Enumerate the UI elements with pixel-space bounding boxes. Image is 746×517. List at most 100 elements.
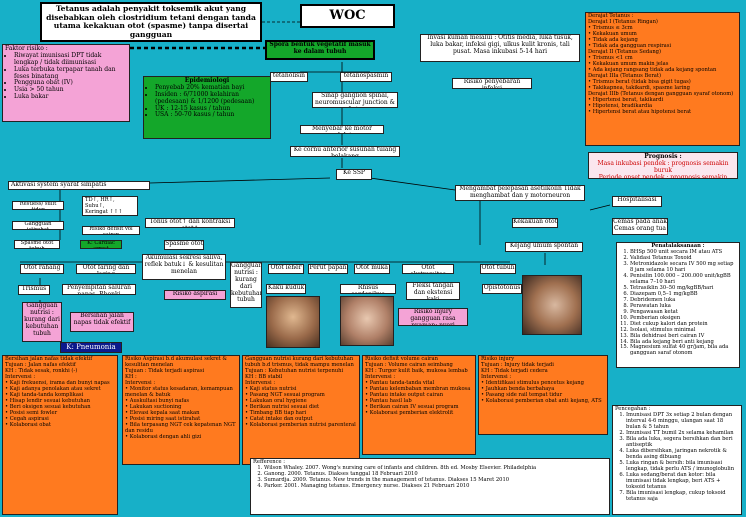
col-1-line: • Kaji adanya penolakan atau sekret bbox=[5, 385, 101, 392]
tetanospasmin-text: tetanospasmin bbox=[343, 72, 389, 79]
penyempitan-box: Penyempitan saluran napas, Rhonki bbox=[62, 284, 136, 295]
col-3-line: Tujuan : Kebutuhan nutrisi terpenuhi bbox=[245, 367, 344, 374]
otot-rahang-text: Otot rahang bbox=[23, 264, 61, 271]
aktivasi-text: Aktivasi system syaraf simpatis bbox=[11, 181, 107, 188]
pencegahan-item: Luka sedang/berat dan kotor: bila imunis… bbox=[626, 472, 739, 491]
motor-endplate-box: Menyebar ke motor endplate bbox=[300, 125, 384, 134]
otot-leher-box: Otot leher bbox=[268, 264, 304, 274]
derajat-line: • Trismus <1 cm bbox=[588, 54, 633, 61]
col-1-line: • Kaji tanda-tanda komplikasi bbox=[5, 391, 84, 398]
faktor-risiko-item: Luka terbuka terpapar tanah dan feses bi… bbox=[14, 66, 127, 81]
penyempitan-text: Penyempitan saluran napas, Rhonki bbox=[66, 284, 132, 295]
gangguan-nutrisi-1-text: Gangguan nutrisi : kurang dari kebutuhan… bbox=[24, 302, 60, 337]
derajat-line: • Ada kejang rangsang tidak ada kejang s… bbox=[588, 66, 717, 73]
pencegahan-item: Imunisasi DPT 3x setiap 2 bulan dengan i… bbox=[626, 412, 739, 431]
col-4-line: • Kolaborasi pemberian elektrolit bbox=[365, 409, 454, 416]
kaku-kuduk-text: Kaku kuduk bbox=[267, 284, 305, 291]
col-5-line: • Jauhkan benda berbahaya bbox=[481, 385, 555, 392]
pencegahan-list: Imunisasi DPT 3x setiap 2 bulan dengan i… bbox=[615, 412, 739, 503]
col-2-line: Tujuan : Tidak terjadi aspirasi bbox=[125, 367, 205, 374]
penatalaksanaan-title: Penatalaksanaan : bbox=[651, 243, 705, 249]
penatalaksanaan-item: BHSp 500 unit secara IM atau ATS bbox=[630, 249, 737, 256]
col-3-line: • Pasang NGT sesuai program bbox=[245, 391, 325, 398]
nursing-col-2: Risiko Aspirasi b.d akumulasi sekret & k… bbox=[122, 355, 240, 465]
reference-item: Sumardja. 2009. Tetanus. New trends in t… bbox=[264, 477, 607, 484]
col-5-line: • Pasang side rail tempat tidur bbox=[481, 391, 563, 398]
prognosis-title: Prognosis : bbox=[644, 153, 682, 160]
risiko-aspirasi-text: Risiko aspirasi bbox=[172, 290, 218, 297]
penatalaksanaan-item: Diazepam 0,5–1 mg/kgBB bbox=[630, 291, 737, 298]
col-3-line: • Kaji status nutrisi bbox=[245, 385, 297, 392]
derajat-line: • Kekakuan umum makin jelas bbox=[588, 60, 669, 67]
mengambat-text: Mengambat pelepasan asetilkolin Tidak me… bbox=[459, 185, 581, 199]
vitals-line-2: Keringat ↑↑↑ bbox=[85, 208, 123, 215]
spasme-tubuh-box: Spasme otot tubuh bbox=[14, 240, 60, 249]
epidemiologi-item: Penyebab 20% kematian bayi bbox=[155, 84, 268, 92]
col-5-title: Risiko injury bbox=[481, 356, 515, 362]
risus-box: Rhisus sardonikus bbox=[340, 284, 396, 294]
pencegahan-item: Luka ringan & bersih: bila imunisasi len… bbox=[626, 460, 739, 473]
perut-papan-box: Perut papan bbox=[308, 264, 348, 274]
derajat-line: Derajat I (Tetanus Ringan) bbox=[588, 18, 658, 25]
col-2-line: KH : bbox=[125, 373, 137, 380]
col-1-line: • Beri oksigen sesuai kebutuhan bbox=[5, 403, 91, 410]
title-text: WOC TETANUS bbox=[329, 8, 366, 23]
ekstremitas-text: Otot ekstremitas bbox=[410, 264, 446, 273]
derajat-title: Derajat Tetanus : bbox=[588, 13, 634, 19]
col-3-line: Intervensi : bbox=[245, 379, 276, 386]
penatalaksanaan-item: Debridemen luka bbox=[630, 297, 737, 304]
invasi-box: Invasi kuman melalui : Otitis media, luk… bbox=[420, 34, 580, 62]
derajat-line: Derajat II (Tetanus Sedang) bbox=[588, 48, 662, 55]
pencegahan-item: Imunisasi TT bumil 2x selama kehamilan bbox=[626, 430, 739, 437]
pencegahan-title: Pencegahan : bbox=[615, 406, 651, 412]
col-4-line: Intervensi : bbox=[365, 373, 396, 380]
saraf-text: Sinap ganglion spinal, neuromuscular jun… bbox=[315, 92, 395, 107]
col-4-line: Tujuan : Volume cairan seimbang bbox=[365, 361, 453, 368]
hospitalisasi-box: Hospitalisasi bbox=[612, 196, 662, 207]
col-5-line: Intervensi : bbox=[481, 373, 512, 380]
penatalaksanaan-item: Bila ada kejang beri anti kejang bbox=[630, 339, 737, 346]
col-4-line: KH : Turgor kulit baik, mukosa lembab bbox=[365, 367, 468, 374]
faktor-risiko-title: Faktor risiko : bbox=[5, 45, 48, 52]
derajat-line: • Tidak ada gangguan respirasi bbox=[588, 42, 672, 49]
risiko-cairan-text: Risiko defisit vol cairan bbox=[89, 226, 133, 235]
reference-item: Ganong. 2000. Tetanus. Diakses tanggal 1… bbox=[264, 471, 607, 478]
derajat-list: Derajat I (Tetanus Ringan)• Trismus ≤ 3c… bbox=[588, 18, 737, 116]
kekakuan-box: Kekakuan otot bbox=[512, 218, 558, 228]
vitals-box: TD↑, HR↑, Suhu↑, Keringat ↑↑↑ bbox=[82, 196, 138, 216]
col-3-line: KH : BB stabil bbox=[245, 373, 283, 380]
penatalaksanaan-item: Metronidazole secara IV 500 mg setiap 8 … bbox=[630, 261, 737, 274]
tetanospasmin-box: tetanospasmin bbox=[340, 72, 392, 82]
pencegahan-item: Luka dibersihkan, jaringan nekrotik & be… bbox=[626, 448, 739, 461]
cardiac-arrest-text: K: Cardiac arrest bbox=[87, 240, 115, 249]
prognosis-line: Masa inkubasi pendek : prognosis semakin… bbox=[597, 159, 729, 174]
col-1-line: • Kaji frekuensi, irama dan bunyi napas bbox=[5, 379, 110, 386]
faktor-risiko-item: Riwayat imunisasi DPT tidak lengkap / ti… bbox=[14, 52, 127, 67]
otot-muka-text: Otot muka bbox=[355, 264, 389, 271]
col-3-title: Gangguan nutrisi kurang dari kebutuhan t… bbox=[245, 356, 354, 368]
cornu-text: Ke cornu anterior susunan tulang belakan… bbox=[293, 146, 397, 157]
akumulasi-box: Akumulasi sekresi saliva, reflek batuk↓ … bbox=[142, 254, 226, 280]
kejang-text: Kejang umum spontan bbox=[509, 242, 579, 249]
otot-rahang-box: Otot rahang bbox=[20, 264, 64, 274]
col-3-line: • Timbang BB tiap hari bbox=[245, 409, 307, 416]
penatalaksanaan-item: Pengawasan ketat bbox=[630, 309, 737, 316]
col-1-line: • Cegah aspirasi bbox=[5, 415, 49, 422]
spora-box: Spora bentuk vegetatif masuk ke dalam tu… bbox=[265, 40, 375, 60]
risiko-injury-box: Risiko injury gangguan rasa nyaman: nyer… bbox=[398, 308, 468, 326]
pencegahan-item: Bila ada luka, segera bersihkan dan beri… bbox=[626, 436, 739, 449]
col-5-line: Tujuan : Injury tidak terjadi bbox=[481, 361, 554, 368]
fleksi-box: Fleksi tangan dan ekstensi kaki bbox=[406, 282, 460, 300]
kejang-box: Kejang umum spontan bbox=[505, 242, 583, 252]
col-1-line: Intervensi : bbox=[5, 373, 36, 380]
col-5-line: • Kolaborasi pemberian obat anti kejang,… bbox=[481, 397, 602, 404]
cardiac-arrest-box: K: Cardiac arrest bbox=[80, 240, 122, 249]
derajat-line: • Hipotensi, bradikardia bbox=[588, 102, 653, 109]
col-1-line: Tujuan : Jalan nafas efektif bbox=[5, 361, 76, 368]
epidemiologi-item: Insiden : 6/71000 kelahiran (pedesaan) &… bbox=[155, 91, 268, 106]
penatalaksanaan-item: Isolasi, stimulus minimal bbox=[630, 327, 737, 334]
penatalaksanaan-list: BHSp 500 unit secara IM atau ATSValidasi… bbox=[619, 249, 737, 357]
epidemiologi-item: UK : 12-15 kasus / tahun bbox=[155, 105, 268, 113]
derajat-line: • Kekakuan umum bbox=[588, 30, 637, 37]
